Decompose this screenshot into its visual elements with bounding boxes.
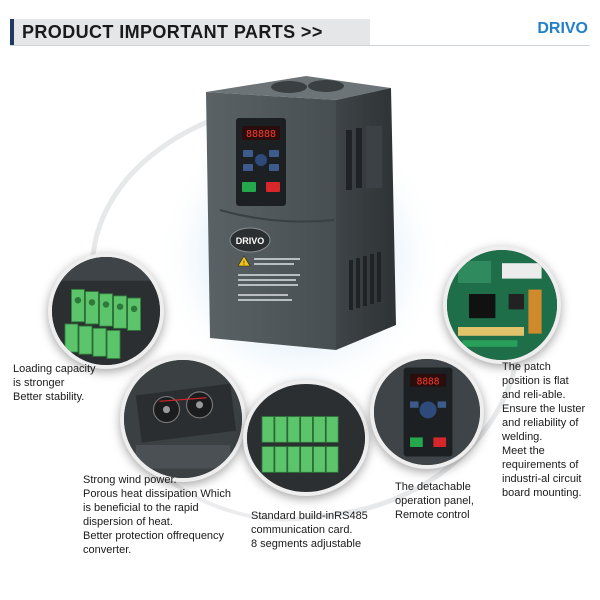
cooling-fan-caption: Strong wind power. Porous heat dissipati… (83, 474, 231, 556)
svg-text:8888: 8888 (417, 376, 440, 387)
patch-position-caption: The patch position is flat and reli-able… (502, 361, 586, 499)
loading-capacity-caption: Loading capacity is stronger Better stab… (13, 363, 96, 403)
device-logo: DRIVO (236, 236, 265, 246)
stop-key-icon (266, 182, 280, 192)
operation-panel-callout: 8888 (370, 355, 484, 469)
terminal-block-callout (48, 253, 164, 369)
rs485-caption: Standard build-inRS485 communication car… (251, 510, 368, 550)
header-accent-stripe (10, 19, 14, 46)
frequency-converter-device: 88888 DRIVO ! (206, 76, 396, 350)
page-title: PRODUCT IMPORTANT PARTS >> (22, 22, 323, 42)
cooling-fan-icon (152, 391, 214, 424)
circuit-board-callout (443, 246, 561, 364)
rs485-terminal-callout (243, 380, 369, 496)
cooling-fan-callout (120, 356, 246, 482)
header-divider (10, 45, 590, 46)
header-bar (10, 19, 370, 46)
brand-logo: DRIVO (537, 20, 588, 37)
device-display: 88888 (246, 129, 276, 140)
warning-icon: ! (237, 255, 251, 267)
run-key-icon (242, 182, 256, 192)
operation-panel-caption: The detachable operation panel, Remote c… (395, 481, 474, 521)
svg-text:!: ! (243, 260, 245, 267)
